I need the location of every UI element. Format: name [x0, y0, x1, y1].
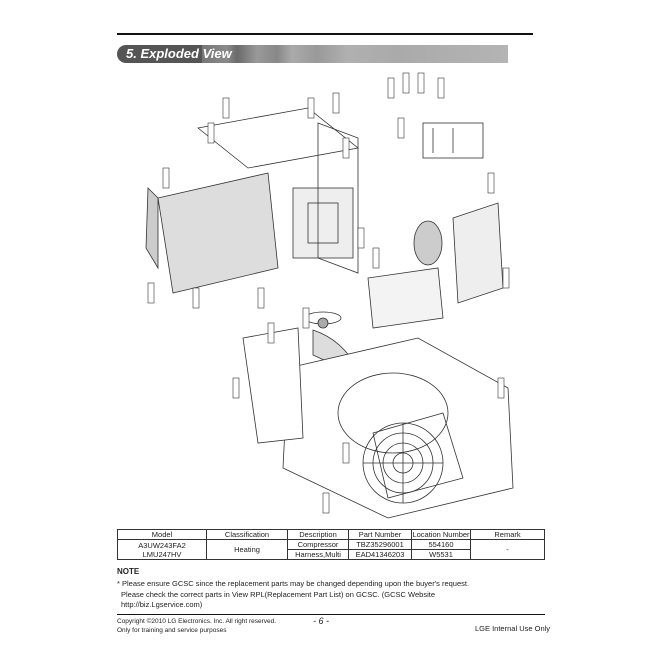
side-panel	[317, 122, 359, 274]
exploded-view-diagram	[145, 72, 514, 519]
base-pan	[367, 267, 444, 329]
front-panel	[282, 337, 514, 519]
service-panel	[452, 202, 504, 304]
top-rule	[117, 33, 533, 35]
footer-rule	[117, 614, 545, 615]
copyright: Copyright ©2010 LG Electronics. Inc. All…	[117, 618, 277, 625]
location-number-cell: 554160	[411, 539, 471, 550]
description-cell: Harness,Multi	[287, 549, 349, 560]
location-number-cell: W5531	[411, 549, 471, 560]
table-row: Harness,Multi EAD41346203 W5531	[118, 549, 545, 560]
section-title-bar: 5. Exploded View	[117, 45, 508, 63]
condenser-coil	[145, 172, 279, 294]
note-line: Please check the correct parts in View R…	[121, 590, 436, 599]
compressor	[413, 220, 443, 266]
col-part-number: Part Number	[348, 529, 412, 540]
fan-guard	[362, 422, 444, 504]
col-model: Model	[117, 529, 207, 540]
part-number-cell: EAD41346203	[348, 549, 412, 560]
col-classification: Classification	[206, 529, 288, 540]
section-title: 5. Exploded View	[126, 46, 232, 61]
table-header-row: Model Classification Description Part Nu…	[117, 529, 545, 540]
model-1: A3UW243FA2	[138, 540, 186, 550]
top-cover	[197, 107, 359, 169]
callout-labels	[147, 72, 510, 514]
control-box	[292, 187, 354, 259]
page-number: - 6 -	[313, 616, 330, 626]
part-number-cell: TBZ35296001	[348, 539, 412, 550]
internal-use-label: LGE Internal Use Only	[475, 624, 551, 633]
model-2: LMU247HV	[142, 549, 182, 559]
note-heading: NOTE	[117, 567, 140, 576]
valve-assembly	[422, 122, 484, 159]
remark-cell: -	[470, 539, 545, 560]
purpose: Only for training and service purposes	[117, 627, 227, 634]
note-link[interactable]: http://biz.Lgservice.com)	[121, 600, 203, 609]
col-description: Description	[287, 529, 349, 540]
note-line: * Please ensure GCSC since the replaceme…	[117, 579, 470, 588]
grille	[372, 412, 464, 499]
fan-motor	[304, 311, 342, 329]
replacement-parts-table: Model Classification Description Part Nu…	[117, 529, 545, 560]
description-cell: Compressor	[287, 539, 349, 550]
col-location-number: Location Number	[411, 529, 471, 540]
classification-cell: Heating	[206, 539, 288, 560]
col-remark: Remark	[470, 529, 545, 540]
left-panel	[242, 327, 304, 444]
